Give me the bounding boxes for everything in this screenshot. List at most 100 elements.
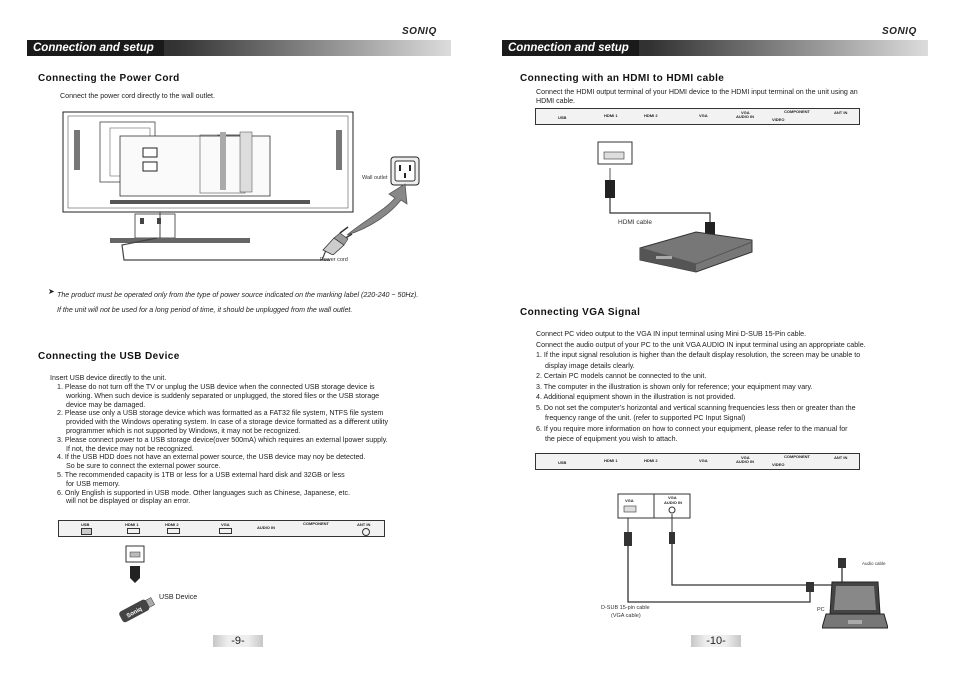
vga-line: 6. If you require more information on ho… (536, 424, 848, 433)
usb-item-line: So be sure to connect the external power… (66, 462, 221, 471)
usb-stick-icon: Soniq (119, 597, 155, 623)
tv-back-illustration (62, 111, 354, 261)
panel-label-vga: VGA (221, 522, 230, 527)
section-title-left: Connection and setup (27, 40, 164, 56)
page-number-right: -10- (706, 635, 726, 647)
panel-label-video: VIDEO (772, 117, 785, 122)
vga-line: Connect the audio output of your PC to t… (536, 340, 866, 349)
vga-line: the piece of equipment you wish to attac… (545, 435, 678, 443)
usb-item-line: device may be damaged. (66, 400, 146, 409)
usb-instructions-list: 1. Please do not turn off the TV or unpl… (57, 383, 388, 506)
section-header-bar-right: Connection and setup (502, 40, 928, 56)
hdmi1-port-icon (127, 528, 140, 534)
connector-panel-hdmi: USB HDMI 1 HDMI 2 VGA VGA AUDIO IN COMPO… (535, 108, 860, 125)
vga-port-icon (219, 528, 232, 534)
hdmi-intro-1: Connect the HDMI output terminal of your… (536, 88, 858, 96)
panel-label-component: COMPONENT (303, 521, 329, 526)
power-plug-icon (322, 226, 353, 255)
brand-logo-right: SONIQ (882, 26, 917, 37)
ant-port-icon (362, 528, 370, 536)
panel-label-hdmi1: HDMI 1 (604, 113, 618, 118)
power-heading: Connecting the Power Cord (38, 73, 180, 84)
panel-label-video: VIDEO (772, 462, 785, 467)
panel-label-vga: VGA (699, 113, 708, 118)
usb-item-line: If not, the device may not be recognized… (66, 444, 194, 453)
connector-panel-usb: USB HDMI 1 HDMI 2 VGA AUDIO IN COMPONENT… (58, 520, 385, 537)
panel-label-vga-audio-in: AUDIO IN (736, 114, 754, 119)
vga-line: 1. If the input signal resolution is hig… (536, 351, 861, 359)
vga-audio-in-panel-label: AUDIO IN (664, 500, 682, 505)
note-arrow-icon: ➤ (48, 287, 55, 296)
panel-label-vga: VGA (699, 458, 708, 463)
panel-label-ant-in: ANT IN (834, 455, 848, 460)
panel-label-component: COMPONENT (784, 454, 810, 459)
usb-item-line: working. When such device is suddenly se… (66, 391, 380, 400)
usb-item-line: provided with the Windows operating syst… (66, 418, 389, 427)
panel-label-usb: USB (558, 460, 567, 465)
hdmi-heading: Connecting with an HDMI to HDMI cable (520, 73, 725, 84)
panel-label-component: COMPONENT (784, 109, 810, 114)
vga-line: display image details clearly. (545, 361, 635, 370)
power-note-1: The product must be operated only from t… (57, 291, 419, 299)
dsub-cable-label-1: D-SUB 15-pin cable (601, 605, 650, 611)
connector-panel-vga: USB HDMI 1 HDMI 2 VGA VGA AUDIO IN COMPO… (535, 453, 860, 470)
vga-connection-diagram (617, 493, 846, 603)
usb-item-line: 5. The recommended capacity is 1TB or le… (57, 470, 345, 479)
panel-label-ant-in: ANT IN (357, 522, 371, 527)
usb-item-line: 4. If the USB HDD does not have an exter… (57, 453, 366, 462)
usb-item-line: 6. Only English is supported in USB mode… (57, 488, 350, 497)
usb-device-label: USB Device (159, 593, 198, 601)
dsub-cable-label-2: (VGA cable) (611, 613, 641, 619)
vga-line: 3. The computer in the illustration is s… (536, 382, 813, 391)
panel-label-vga-audio: VGA (741, 110, 750, 115)
plug-direction-arrow (346, 183, 408, 236)
vga-instructions: Connect PC video output to the VGA IN in… (536, 329, 866, 445)
vga-line: 4. Additional equipment shown in the ill… (536, 393, 736, 401)
page-number-right-wrap: -10- (691, 635, 741, 647)
section-title-right: Connection and setup (502, 40, 639, 56)
vga-heading: Connecting VGA Signal (520, 307, 641, 318)
section-header-bar-left: Connection and setup (27, 40, 451, 56)
panel-label-vga-audio-in: AUDIO IN (736, 459, 754, 464)
power-cord-label: Power cord (320, 257, 348, 263)
power-intro: Connect the power cord directly to the w… (60, 92, 215, 100)
audio-cable-label: Audio cable (862, 561, 886, 566)
vga-line: 2. Certain PC models cannot be connected… (536, 372, 707, 380)
vga-line: frequency range of the unit. (refer to s… (545, 414, 746, 422)
panel-label-vga-audio: VGA (741, 455, 750, 460)
panel-label-hdmi2: HDMI 2 (644, 458, 658, 463)
pc-laptop-icon (822, 581, 888, 629)
hdmi-source-device-icon (639, 231, 753, 273)
power-note-2: If the unit will not be used for a long … (57, 306, 353, 314)
pc-label: PC (817, 607, 825, 613)
hdmi2-port-icon (167, 528, 180, 534)
usb-item-line: 2. Please use only a USB storage device … (57, 409, 384, 418)
panel-label-hdmi1: HDMI 1 (125, 522, 139, 527)
usb-item-line: will not be displayed or display an erro… (66, 497, 191, 506)
panel-label-hdmi1: HDMI 1 (604, 458, 618, 463)
hdmi-intro-2: HDMI cable. (536, 97, 576, 105)
vga-audio-panel-label: VGA (668, 495, 677, 500)
panel-label-vga-audio: AUDIO IN (257, 525, 275, 530)
vga-line: Connect PC video output to the VGA IN in… (536, 330, 807, 338)
wall-outlet-label: Wall outlet (362, 175, 388, 181)
usb-item-line: 1. Please do not turn off the TV or unpl… (57, 383, 375, 391)
panel-label-usb: USB (558, 115, 567, 120)
vga-panel-label: VGA (625, 498, 634, 503)
hdmi-connection-diagram (597, 141, 715, 238)
usb-item-line: programmer which is not supported by Win… (66, 426, 301, 435)
brand-logo-left: SONIQ (402, 26, 437, 37)
panel-label-hdmi2: HDMI 2 (644, 113, 658, 118)
usb-item-line: 3. Please connect power to a USB storage… (57, 435, 388, 444)
wall-outlet-icon (390, 156, 420, 186)
usb-intro: Insert USB device directly to the unit. (50, 374, 167, 382)
usb-item-line: for USB memory. (66, 479, 120, 488)
hdmi-cable-label: HDMI cable (618, 219, 652, 226)
usb-heading: Connecting the USB Device (38, 351, 180, 362)
page-number-left-wrap: -9- (213, 635, 263, 647)
panel-label-ant-in: ANT IN (834, 110, 848, 115)
panel-label-hdmi2: HDMI 2 (165, 522, 179, 527)
usb-port-icon (81, 528, 92, 535)
usb-cable-connector-icon (125, 545, 145, 583)
panel-label-usb: USB (81, 522, 90, 527)
